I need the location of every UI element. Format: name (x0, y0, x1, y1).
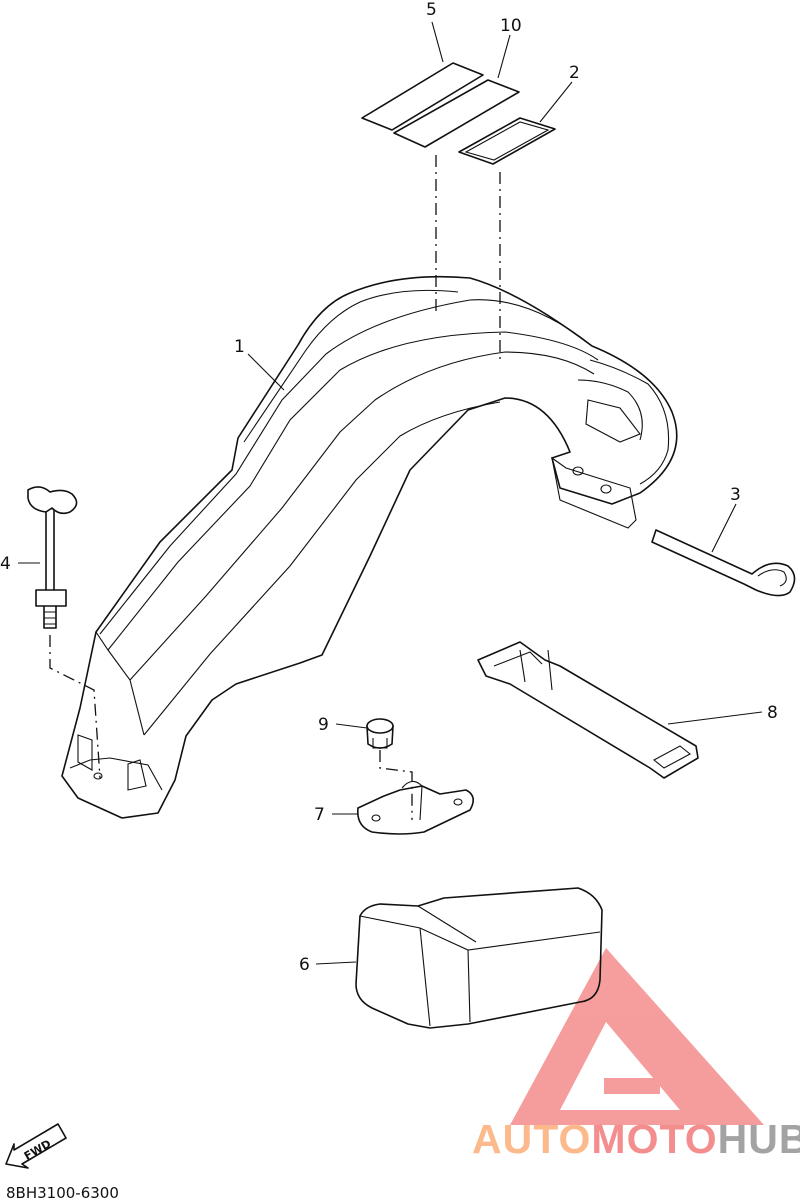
part-1-rear-fender (61, 275, 678, 819)
watermark-hub: HUB (717, 1116, 800, 1162)
part-5-decal (361, 62, 484, 131)
leader-5 (431, 21, 444, 63)
callout-3: 3 (730, 485, 741, 505)
callout-7: 7 (314, 805, 325, 825)
leader-10 (497, 34, 511, 79)
part-4-wing-bolt (27, 486, 78, 629)
fwd-arrow-icon: FWD (5, 1123, 67, 1169)
part-7-plate (356, 780, 474, 835)
part-2-emblem (458, 117, 556, 165)
part-8-bracket-strap (477, 641, 699, 779)
watermark-auto: AUTO (472, 1116, 592, 1162)
watermark-text: AUTOMOTOHUB (472, 1116, 800, 1163)
callout-10: 10 (500, 16, 522, 36)
assembly-line-bolt (49, 635, 101, 779)
watermark-moto: MOTO (591, 1116, 718, 1162)
part-3-rod (651, 529, 796, 597)
part-9-nut (366, 718, 394, 749)
watermark-logo-icon (510, 948, 764, 1125)
callout-1: 1 (234, 337, 245, 357)
callout-5: 5 (426, 0, 437, 20)
leader-2 (539, 81, 573, 123)
leader-8 (667, 711, 763, 725)
leader-6 (315, 961, 357, 965)
part-10-decal (393, 79, 520, 148)
callout-2: 2 (569, 63, 580, 83)
leader-9 (335, 723, 368, 729)
assembly-line-nut (379, 750, 413, 820)
diagram-code: 8BH3100-6300 (6, 1184, 119, 1202)
callout-8: 8 (767, 703, 778, 723)
callout-6: 6 (299, 955, 310, 975)
callout-4: 4 (0, 554, 11, 574)
leader-1 (247, 353, 285, 391)
part-6-box (355, 887, 603, 1029)
leader-3 (711, 503, 737, 553)
callout-9: 9 (318, 715, 329, 735)
fwd-label: FWD (22, 1137, 53, 1163)
